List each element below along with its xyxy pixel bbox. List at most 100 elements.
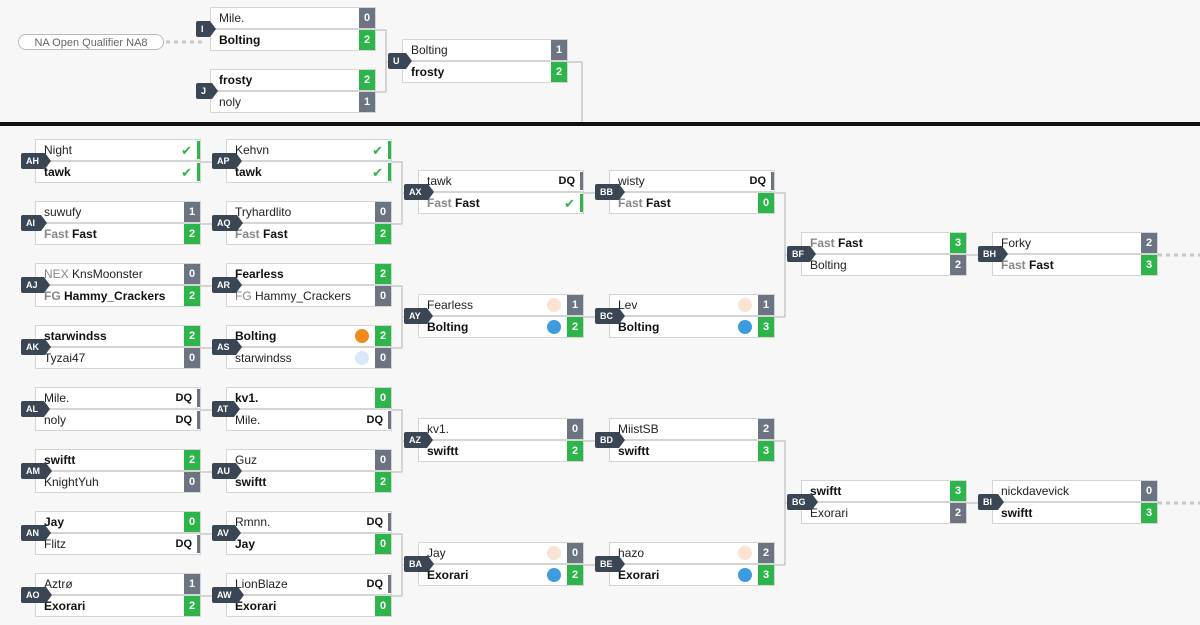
match-id-label: I bbox=[196, 21, 215, 37]
team-row[interactable]: Rmnn.DQ bbox=[226, 511, 392, 533]
team-row[interactable]: kv1.0 bbox=[418, 418, 584, 440]
team-name-text: Forky bbox=[1001, 236, 1031, 250]
match-ah[interactable]: Night✔tawk✔AH bbox=[21, 139, 201, 185]
team-row[interactable]: Mile.DQ bbox=[226, 409, 392, 431]
team-score: 2 bbox=[184, 596, 200, 616]
team-row[interactable]: kv1.0 bbox=[226, 387, 392, 409]
match-ap[interactable]: Kehvn✔tawk✔AP bbox=[212, 139, 392, 185]
team-row[interactable]: Mile.DQ bbox=[35, 387, 201, 409]
team-row[interactable]: tawk✔ bbox=[226, 161, 392, 183]
team-name: Bolting bbox=[618, 317, 659, 338]
team-row[interactable]: tawk✔ bbox=[35, 161, 201, 183]
team-name: Fast Fast bbox=[44, 224, 97, 245]
team-row[interactable]: Kehvn✔ bbox=[226, 139, 392, 161]
team-row[interactable]: Fast Fast✔ bbox=[418, 192, 584, 214]
status-dot-icon bbox=[355, 351, 369, 365]
team-row[interactable]: Night✔ bbox=[35, 139, 201, 161]
team-row[interactable]: Mile.0 bbox=[210, 7, 376, 29]
qualifier-label[interactable]: NA Open Qualifier NA8 bbox=[18, 34, 164, 50]
